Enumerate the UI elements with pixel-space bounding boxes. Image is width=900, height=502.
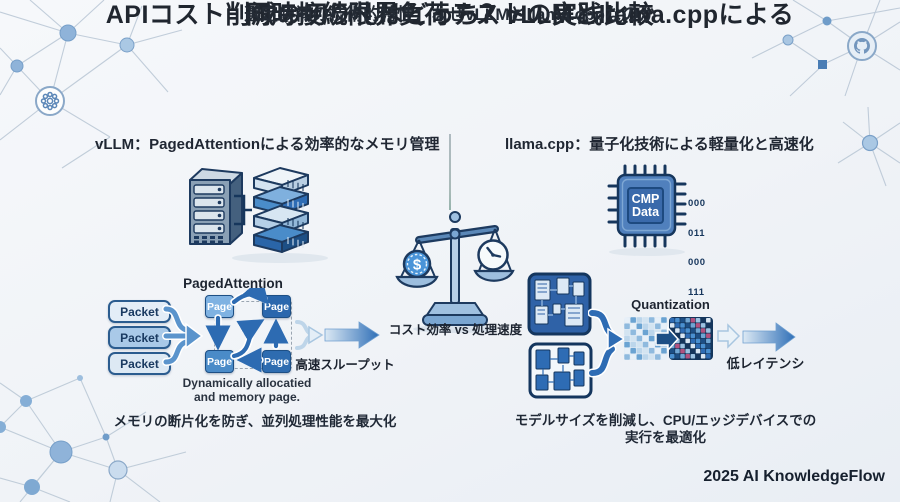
latency-arrow: [742, 322, 796, 352]
vllm-summary: メモリの断片化を防ぎ、並列処理性能を最大化: [113, 414, 397, 429]
page-subtitle: 選定候補の技術的特性：なぜvLLMとllama.cppなのか: [244, 5, 656, 24]
alloc-note: Dynamically allocatied and memory page.: [178, 376, 316, 404]
binary-line: 000: [688, 197, 706, 209]
binary-line: 000: [688, 257, 706, 269]
footer-credit: 2025 AI KnowledgeFlow: [703, 468, 885, 485]
quantization-grid-dark: [669, 317, 713, 360]
latency-arrow-light: [717, 323, 741, 349]
packet-box-1: Packet: [108, 300, 171, 323]
packet-merge-arrow: [162, 305, 204, 366]
binary-line: 111: [688, 286, 705, 298]
binary-line: 011: [688, 227, 706, 239]
latency-label: 低レイテンシ: [726, 356, 805, 371]
llamacpp-summary-line2: 実行を最適化: [625, 430, 706, 445]
github-icon: [847, 31, 877, 61]
grid-transition-arrow: [655, 326, 680, 352]
comparison-label: コスト効率 vs 処理速度: [388, 323, 523, 337]
alloc-note-line2: and memory page.: [193, 389, 301, 404]
paged-attention-label: PagedAttention: [183, 276, 283, 291]
page-title-line2: 同時接続限界負荷テストの実践比較: [245, 1, 654, 29]
throughput-arrow: [324, 321, 380, 349]
chip-label-line1: CMP: [632, 192, 660, 206]
page-cycle-arrows: [205, 288, 289, 373]
alloc-note-line1: Dynamically allocatied: [182, 376, 312, 390]
llamacpp-summary: モデルサイズを削減し、CPU/エッジデバイスでの 実行を最適化: [498, 412, 833, 446]
chip-label-line2: Data: [632, 205, 660, 219]
quantization-label: Quantization: [631, 297, 710, 312]
clock-icon: [477, 239, 509, 271]
server-rack-icon: [189, 167, 328, 263]
page-box-br: Page: [262, 350, 291, 373]
throughput-label: 高速スループット: [295, 358, 395, 372]
gear-icon: [35, 86, 65, 116]
llamacpp-section-header: llama.cpp：量子化技術による軽量化と高速化: [505, 136, 814, 153]
dollar-symbol: $: [413, 257, 422, 274]
balance-scale-icon: $: [395, 211, 515, 333]
server-stack: [253, 167, 309, 253]
model-files-icon: [527, 272, 593, 399]
network-nodes: [0, 16, 879, 495]
chip-icon: CMP Data: [607, 164, 687, 256]
vllm-section-header: vLLM：PagedAttentionによる効率的なメモリ管理: [95, 136, 440, 153]
page-box-tr: Page: [262, 295, 291, 318]
section-divider: [449, 134, 451, 210]
dollar-coin-icon: $: [402, 249, 432, 279]
branch-arrow-light: [295, 320, 324, 350]
page-title-line1: APIコスト削減の切り札はどっち？vLLMとllama.cppによる: [105, 1, 795, 29]
model-merge-arrow: [588, 308, 626, 378]
llamacpp-summary-line1: モデルサイズを削減し、CPU/エッジデバイスでの: [514, 413, 817, 428]
